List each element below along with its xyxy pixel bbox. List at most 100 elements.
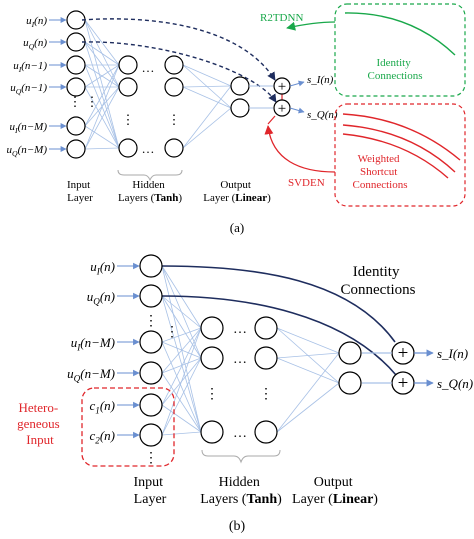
panel-b-identity-connection-2 [161,295,397,376]
panel-b-input-ellipsis-2: ⋮ [144,314,158,329]
identity-curve-icon [344,12,456,56]
panel-a-input-node-5 [66,116,86,136]
panel-a-input-ellipsis: ⋮ [69,94,82,109]
panel-a-hidden-dots-bottom: … [142,141,155,156]
panel-b-sum-node-1: + [391,341,415,365]
panel-a-hidden2-node-1 [164,77,184,97]
panel-b-hidden2-node-2 [254,420,278,444]
panel-a-edge-h-2-o-0 [182,85,232,149]
panel-b-edge-in-4-h-1 [161,357,202,374]
weighted-curve-icon-1 [342,113,461,161]
panel-b-input-arrows [117,262,140,439]
panel-a-edge-in-6-h-1 [84,86,120,150]
panel-a-input-label-6: uQ(n−M) [7,144,48,158]
panel-b-identity-label: Identity Connections [341,264,416,298]
panel-a-edge-h-1-o-1 [182,86,232,109]
panel-a-hidden1-node-1 [118,77,138,97]
panel-a-nodes [66,10,250,159]
panel-b-output-node-1 [338,371,362,395]
panel-b-input-node-4 [139,361,163,385]
panel-a-input-label-1: uQ(n) [23,37,47,51]
panel-b-hidden1-node-1 [200,346,224,370]
panel-a-edge-in-5-h-2 [84,125,120,149]
panel-a-input-node-3 [66,77,86,97]
panel-b-edge-in-6-h-0 [161,327,202,436]
panel-b-hidden-layer-label: Hidden Layers (Tanh) [200,475,282,507]
panel-a-edge-in-1-h-1 [84,41,120,88]
panel-a-input-node-2 [66,55,86,75]
panel-b-input-node-1 [139,284,163,308]
panel-a-input-arrows [49,17,67,152]
panel-a-edge-in-1-h-0 [84,41,120,66]
panel-b-heterogeneous-label: Hetero- geneous Input [17,400,63,447]
panel-a-input-node-6 [66,139,86,159]
panel-a-r2tdnn-connection-2 [81,41,277,103]
panel-b-hidden-vdots-2: ⋮ [259,387,273,402]
panel-a-hidden-dots-top: … [142,60,155,75]
panel-a-hidden2-node-0 [164,55,184,75]
panel-a-sum-node-2: + [273,99,291,117]
panel-b-edge-h-2-o-0 [276,352,340,433]
panel-b-input-labels: uI(n)uQ(n)⋮uI(n−M)uQ(n−M)c1(n)c2(n)⋮ [67,259,158,466]
panel-b-hidden2-node-1 [254,346,278,370]
panel-a-edge-h-0-o-0 [182,64,232,87]
panel-b-edge-in-1-h-0 [161,295,202,329]
panel-b-input-label-5: c1(n) [90,398,116,415]
panel-b-edge-h-1-o-1 [276,357,340,384]
panel-a-sum-node-1: + [273,77,291,95]
panel-b-hidden-dots-top: … [233,322,247,337]
panel-a-input-label-3: uQ(n−1) [10,82,47,96]
panel-b-edge-h-2-o-1 [276,382,340,433]
panel-a-weighted-connection-2 [267,115,276,125]
panel-b-hidden-dots-mid: … [233,352,247,367]
panel-b-edge-in-5-h-2 [161,404,202,433]
panel-a-r2tdnn-label: R2TDNN [260,12,303,24]
panel-a: uI(n)uQ(n)uI(n−1)uQ(n−1)uI(n−M)uQ(n−M) ⋮… [7,3,466,235]
panel-a-input-label-5: uI(n−M) [10,121,48,135]
panel-a-hidden-brace [117,169,183,182]
panel-b-input-label-6: c2(n) [90,428,116,445]
panel-b-hidden-dots-bottom: … [233,426,247,441]
weighted-curve-icon-2 [342,124,456,173]
panel-b-input-node-0 [139,254,163,278]
panel-b-hidden-vdots-1: ⋮ [205,387,219,402]
panel-a-hidden2-node-2 [164,138,184,158]
panel-b-edge-in-0-h-2 [161,265,202,433]
panel-a-edge-in-0-h-0 [84,19,120,66]
panel-b-heterogeneous-input-box [81,387,175,467]
panel-a-hidden-vdots-2: ⋮ [168,112,181,127]
weighted-curve-icon-3 [342,133,449,179]
svg-text:+: + [278,101,286,117]
panel-a-edge-in-5-h-0 [84,64,120,127]
panel-b-input-node-6 [139,423,163,447]
panel-a-input-labels: uI(n)uQ(n)uI(n−1)uQ(n−1)uI(n−M)uQ(n−M) [7,15,48,158]
panel-b-input-label-3: uI(n−M) [71,335,115,352]
panel-b-identity-connection-1 [161,265,396,343]
panel-a-svden-label: SVDEN [288,177,325,189]
panel-b-sum-node-2: + [391,371,415,395]
panel-b-edge-in-4-h-2 [161,372,202,433]
panel-a-caption: (a) [230,220,244,235]
panel-a-output-layer-label: Output Layer (Linear) [203,179,271,204]
panel-b-edge-in-6-h-1 [161,357,202,436]
panel-b-input-ellipsis-7: ⋮ [144,451,158,466]
panel-b-caption: (b) [229,519,246,534]
panel-b-output-label-1: s_I(n) [437,346,468,361]
panel-b-hidden-brace [201,449,281,464]
panel-b-input-node-5 [139,393,163,417]
panel-a-input-layer-label: Input Layer [67,179,93,204]
panel-b-edge-in-3-h-2 [161,341,202,433]
panel-a-output-label-2: s_Q(n) [307,109,338,121]
panel-b-edge-in-1-h-1 [161,295,202,359]
panel-b-input-node-3 [139,330,163,354]
panel-a-connections [84,19,232,150]
panel-a-weighted-connections-box: Weighted Shortcut Connections [334,103,466,207]
panel-b-edge-in-1-h-2 [161,295,202,433]
panel-b-output-label-2: s_Q(n) [437,376,473,391]
panel-a-edge-in-6-h-0 [84,64,120,150]
panel-a-input-ellipsis-2: ⋮ [86,94,99,109]
panel-b-hidden2-node-0 [254,316,278,340]
panel-b-nodes [139,254,362,447]
panel-b-input-label-4: uQ(n−M) [67,366,115,383]
